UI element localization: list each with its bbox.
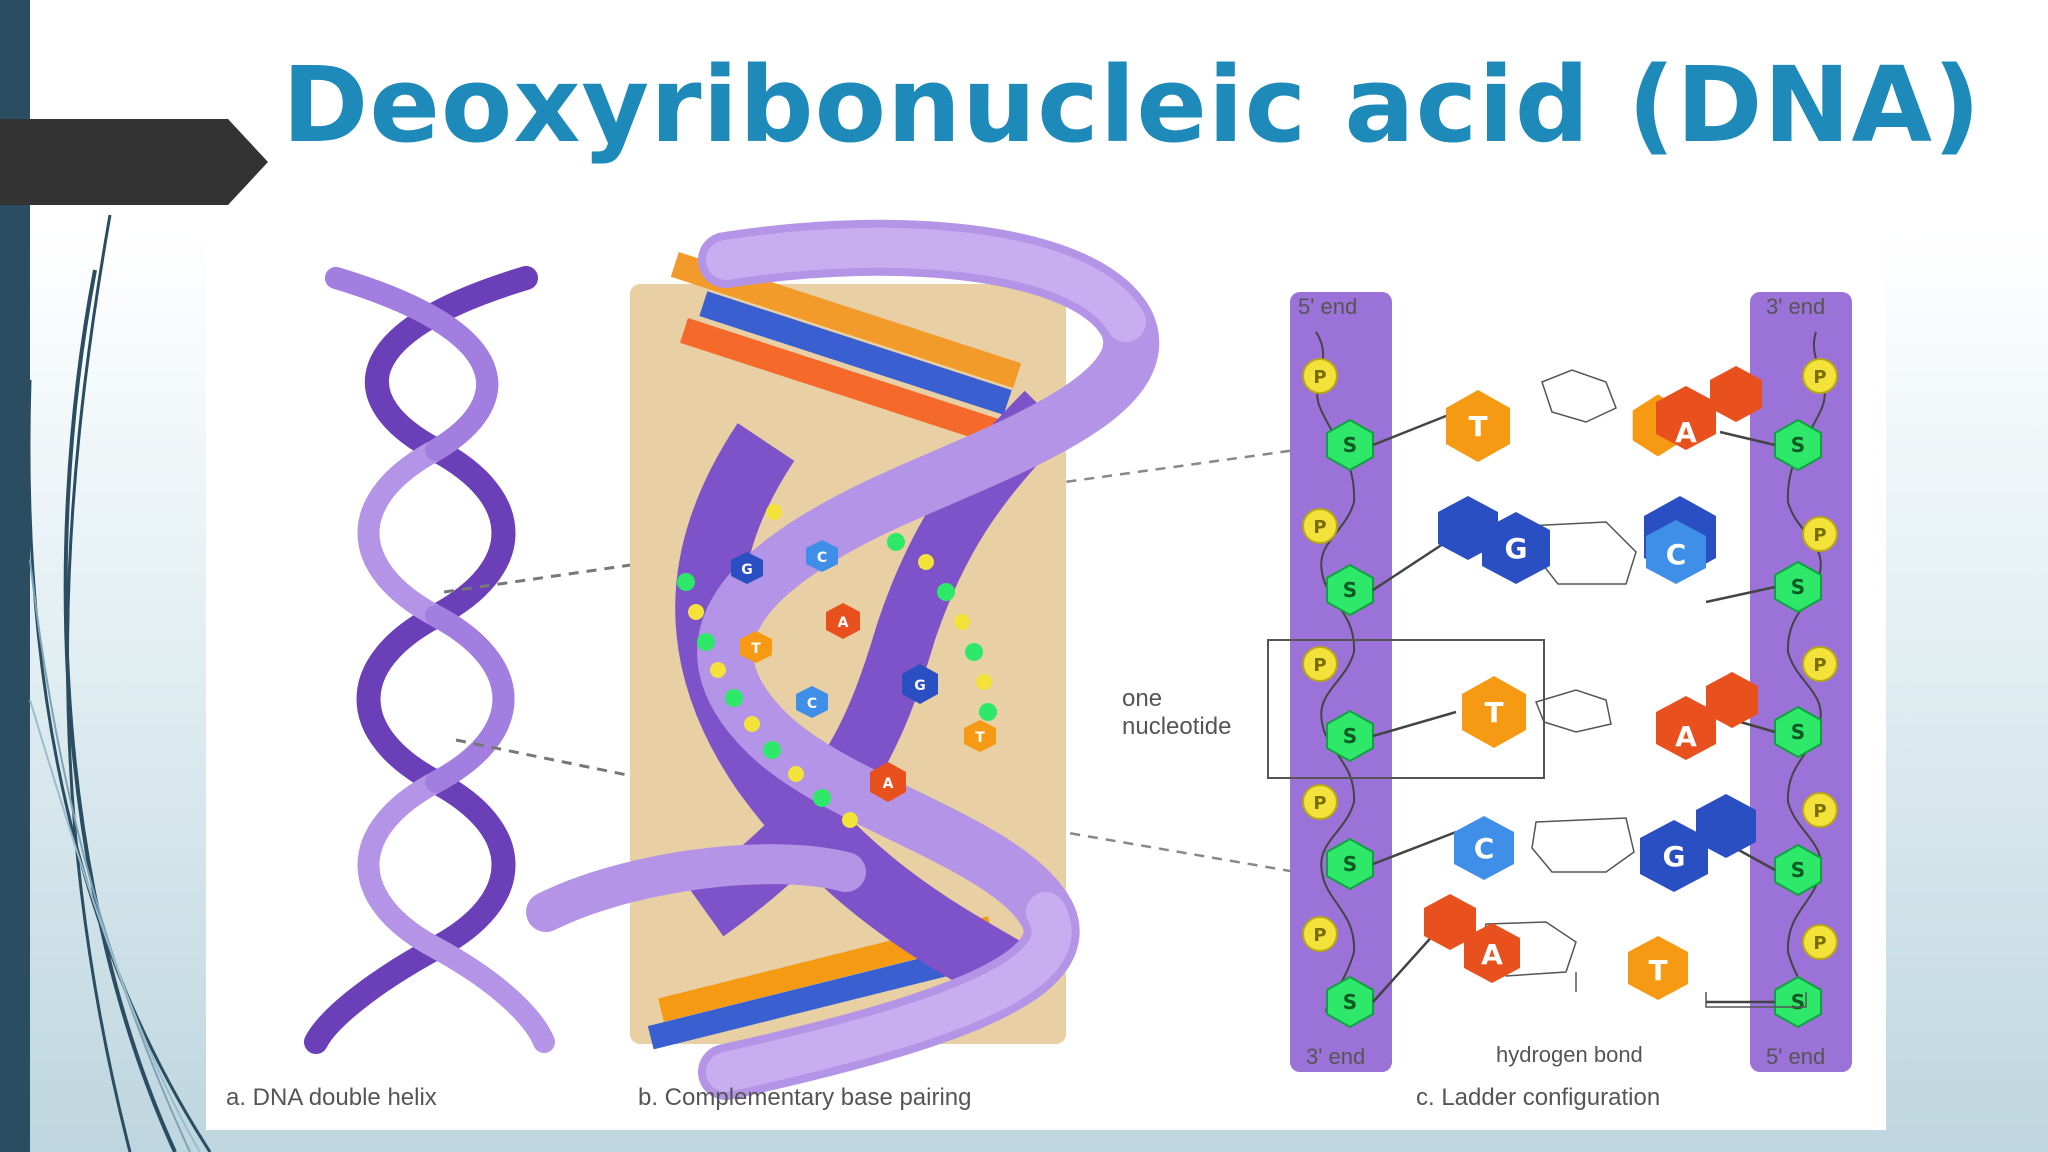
sugar-letter: S <box>1791 858 1805 882</box>
ladder-pair-2: C <box>1644 496 1716 584</box>
phosphate-letter: P <box>1313 367 1326 388</box>
helix-base-c2: C <box>807 696 817 712</box>
ladder-left-bases: T G T <box>1438 390 1550 748</box>
sugar-base-links <box>1372 410 1776 1004</box>
base-a2: A <box>1675 720 1697 753</box>
sugar-letter: S <box>1343 433 1357 457</box>
phosphates-right: P P P P P <box>1802 358 1838 960</box>
ladder-pair-4: C G <box>1454 794 1756 892</box>
base-a: A <box>1675 416 1697 449</box>
label-3-end-bottom: 3' end <box>1306 1044 1365 1069</box>
dna-figure: a. DNA double helix <box>206 212 1886 1130</box>
caption-b: b. Complementary base pairing <box>638 1084 972 1111</box>
sugars-left: S S S S S <box>1326 418 1374 1029</box>
hydrogen-bond-label: hydrogen bond <box>1496 1042 1643 1067</box>
helix-base-t: T <box>751 641 761 657</box>
base-g2: G <box>1663 840 1686 873</box>
sugar-letter: S <box>1791 720 1805 744</box>
sugar-letter: S <box>1791 433 1805 457</box>
panel-a-double-helix: a. DNA double helix <box>226 266 555 1111</box>
title-tab-arrow <box>0 119 268 205</box>
sugar-letter: S <box>1343 578 1357 602</box>
caption-a: a. DNA double helix <box>226 1084 437 1111</box>
base-c2: C <box>1474 832 1495 865</box>
phosphate-letter: P <box>1813 933 1826 954</box>
sugar-letter: S <box>1343 724 1357 748</box>
panel-b-base-pairing: G C T A C G A T b. Complementary base pa… <box>526 219 1160 1111</box>
decorative-curves <box>27 214 212 1152</box>
helix-base-g2: G <box>914 678 926 694</box>
helix-base-pairs: G C T A C G A T <box>731 540 996 802</box>
phosphate-letter: P <box>1813 801 1826 822</box>
label-5-end-bottom: 5' end <box>1766 1044 1825 1069</box>
base-t2: T <box>1484 696 1503 729</box>
sugar-letter: S <box>1791 990 1805 1014</box>
phosphate-letter: P <box>1313 517 1326 538</box>
sugar-letter: S <box>1791 575 1805 599</box>
nucleotide-label-2: nucleotide <box>1122 713 1231 740</box>
slide-title: Deoxyribonucleic acid (DNA) <box>282 44 1982 166</box>
phosphate-letter: P <box>1813 367 1826 388</box>
phosphate-letter: P <box>1313 655 1326 676</box>
phosphate-letter: P <box>1313 925 1326 946</box>
sugars-right: S S S S S <box>1774 418 1822 1029</box>
helix-base-a2: A <box>883 776 894 792</box>
sugar-letter: S <box>1343 852 1357 876</box>
left-backbone <box>1290 292 1392 1072</box>
helix-base-c: C <box>817 550 827 566</box>
base-t: T <box>1468 410 1487 443</box>
ladder-pair-3: A <box>1656 672 1758 760</box>
label-3-end-top: 3' end <box>1766 294 1825 319</box>
base-g: G <box>1505 532 1528 565</box>
phosphate-letter: P <box>1813 525 1826 546</box>
label-5-end-top: 5' end <box>1298 294 1357 319</box>
phosphates-left: P P P P P <box>1302 358 1338 952</box>
phosphate-letter: P <box>1813 655 1826 676</box>
helix-base-g: G <box>741 562 753 578</box>
base-c: C <box>1666 538 1687 571</box>
one-nucleotide-box: one nucleotide <box>1122 639 1545 779</box>
caption-c: c. Ladder configuration <box>1416 1084 1660 1111</box>
base-a3: A <box>1481 938 1503 971</box>
helix-base-t2: T <box>975 730 985 746</box>
right-backbone <box>1750 292 1852 1072</box>
ladder-pair-1: A <box>1632 366 1762 457</box>
sugar-letter: S <box>1343 990 1357 1014</box>
helix-base-a: A <box>838 615 849 631</box>
ladder-pair-5: A T <box>1424 894 1688 1000</box>
nucleotide-label-1: one <box>1122 685 1162 712</box>
panel-c-ladder: 5' end 3' end 3' end 5' end P P P P P P … <box>1122 292 1852 1111</box>
phosphate-letter: P <box>1313 793 1326 814</box>
base-t3: T <box>1648 954 1667 987</box>
